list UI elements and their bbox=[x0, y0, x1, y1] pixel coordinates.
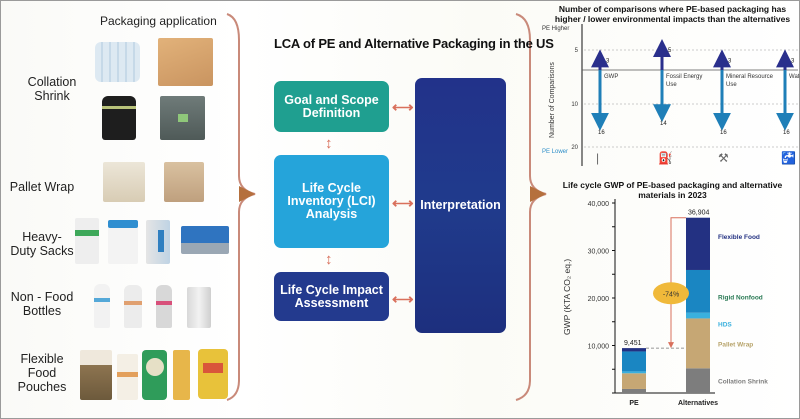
y-axis-label: GWP (KTA CO₂ eq.) bbox=[562, 259, 572, 335]
y-tick-label: 10,000 bbox=[588, 344, 610, 351]
gwp-chart-title: Life cycle GWP of PE-based packaging and… bbox=[562, 180, 783, 200]
packaging-panel-title: Packaging application bbox=[100, 14, 217, 28]
bar-segment-collation-shrink bbox=[622, 388, 646, 393]
higher-value-label: 3 bbox=[728, 58, 732, 64]
bar-total-label: 9,451 bbox=[624, 340, 642, 347]
green-can-image bbox=[142, 350, 167, 400]
legend-label-rigid-nonfood: Rigid Nonfood bbox=[718, 294, 763, 301]
thermometer-icon: | bbox=[596, 151, 599, 165]
row-label-pallet-wrap: Pallet Wrap bbox=[9, 180, 75, 194]
category-label: Mineral Resource bbox=[726, 74, 774, 80]
wrapped-pallet-image bbox=[103, 162, 145, 202]
category-label: Fossil Energy bbox=[666, 74, 702, 80]
packaging-application-panel: Packaging application Collation Shrink P… bbox=[0, 0, 240, 419]
vertical-double-arrow-icon: ↕ bbox=[325, 251, 333, 268]
higher-value-label: 5 bbox=[668, 48, 672, 54]
row-label-non-food-bottles: Non - Food Bottles bbox=[10, 290, 74, 318]
vertical-double-arrow-icon: ↕ bbox=[325, 135, 333, 152]
reduction-arrow bbox=[670, 217, 686, 345]
metal-can-image bbox=[187, 287, 211, 328]
comparisons-chart: PE Higher PE Lower Number of Comparisons 5 1… bbox=[542, 24, 800, 166]
cement-sack-image bbox=[181, 226, 229, 254]
comparisons-chart-title: Number of comparisons where PE-based pac… bbox=[554, 4, 791, 24]
water-bottle-pack-image bbox=[95, 42, 140, 82]
paper-sack-image bbox=[146, 220, 170, 264]
glass-jar-image bbox=[173, 350, 190, 400]
paper-bag-image bbox=[117, 354, 138, 400]
y-tick-label: 5 bbox=[575, 48, 579, 54]
y-tick-label: 40,000 bbox=[588, 201, 610, 208]
higher-value-label: 3 bbox=[606, 58, 610, 64]
row-label-flexible-food-pouches: Flexible Food Pouches bbox=[17, 352, 67, 394]
bar-segment-rigid-nonfood bbox=[622, 351, 646, 372]
legend-label-flexible-food: Flexible Food bbox=[718, 234, 760, 241]
lower-value-label: 16 bbox=[783, 130, 790, 136]
yellow-can-image bbox=[198, 349, 228, 399]
bar-segment-collation-shrink bbox=[686, 368, 710, 393]
pe-lower-label: PE Lower bbox=[542, 149, 568, 155]
x-tick-label: Alternatives bbox=[678, 400, 718, 407]
left-bracket bbox=[226, 13, 256, 401]
category-label: GWP bbox=[604, 74, 618, 80]
bar-total-label: 36,904 bbox=[688, 210, 710, 217]
lcia-box: Life Cycle Impact Assessment bbox=[274, 272, 389, 321]
lca-title: LCA of PE and Alternative Packaging in t… bbox=[274, 36, 554, 51]
pouch-image bbox=[80, 350, 112, 400]
plastic-sack-image bbox=[75, 218, 99, 264]
row-label-collation-shrink: Collation Shrink bbox=[27, 75, 77, 103]
bucket-sack-image bbox=[108, 220, 138, 264]
goal-and-scope-box: Goal and Scope Definition bbox=[274, 81, 389, 132]
black-bottles-image bbox=[102, 96, 136, 140]
row-label-heavy-duty-sacks: Heavy- Duty Sacks bbox=[10, 230, 74, 258]
interpretation-box: Interpretation bbox=[415, 78, 506, 333]
double-arrow-icon: ⟷ bbox=[392, 291, 414, 308]
reduction-arrowhead bbox=[668, 342, 674, 349]
bar-segment-flexible-food bbox=[622, 348, 646, 352]
reduction-badge bbox=[653, 282, 689, 305]
bar-segment-flexible-food bbox=[686, 217, 710, 270]
bar-segment-pallet-wrap bbox=[622, 373, 646, 389]
x-tick-label: PE bbox=[629, 400, 639, 407]
legend-label-hds: HDS bbox=[718, 322, 732, 329]
pickaxe-icon: ⚒ bbox=[718, 151, 729, 165]
oil-pump-icon: ⛽ bbox=[658, 151, 673, 165]
higher-value-label: 3 bbox=[791, 58, 795, 64]
bar-segment-hds bbox=[686, 312, 710, 319]
double-arrow-icon: ⟷ bbox=[392, 99, 414, 116]
lower-value-label: 14 bbox=[660, 121, 667, 127]
category-label: Water Scarcity bbox=[789, 74, 800, 80]
cardboard-box-image bbox=[158, 38, 213, 86]
y-axis-label: Number of Comparisons bbox=[549, 62, 556, 138]
lower-value-label: 16 bbox=[720, 130, 727, 136]
bar-segment-rigid-nonfood bbox=[686, 269, 710, 313]
bar-segment-hds bbox=[622, 371, 646, 374]
translucent-bottle-image bbox=[124, 285, 142, 328]
y-tick-label: 10 bbox=[571, 102, 578, 108]
pe-higher-label: PE Higher bbox=[542, 26, 569, 32]
y-tick-label: 20,000 bbox=[588, 296, 610, 303]
shrink-wrapped-tray-image bbox=[160, 96, 205, 140]
double-arrow-icon: ⟷ bbox=[392, 195, 414, 212]
right-bracket bbox=[515, 13, 547, 401]
category-label: Use bbox=[726, 82, 737, 88]
reduction-label: -74% bbox=[663, 291, 679, 298]
white-bottle-blue-label-image bbox=[94, 284, 110, 328]
cardboard-pallet-image bbox=[164, 162, 204, 202]
y-tick-label: 30,000 bbox=[588, 249, 610, 256]
gray-bottle-image bbox=[156, 285, 172, 328]
lci-analysis-box: Life Cycle Inventory (LCI) Analysis bbox=[274, 155, 389, 248]
bar-segment-pallet-wrap bbox=[686, 318, 710, 369]
y-tick-label: 20 bbox=[571, 145, 578, 151]
legend-label-collation-shrink: Collation Shrink bbox=[718, 379, 768, 386]
lower-value-label: 16 bbox=[598, 130, 605, 136]
category-label: Use bbox=[666, 82, 677, 88]
water-tap-icon: 🚰 bbox=[781, 151, 796, 165]
legend-label-pallet-wrap: Pallet Wrap bbox=[718, 341, 753, 348]
